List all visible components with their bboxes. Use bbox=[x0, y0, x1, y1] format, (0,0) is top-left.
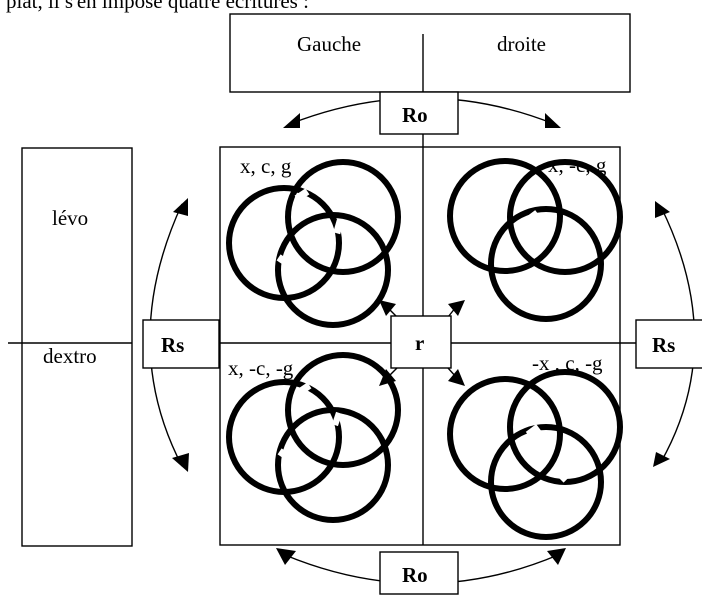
svg-text:Rs: Rs bbox=[161, 333, 184, 357]
main-grid bbox=[219, 92, 694, 546]
label-levo: lévo bbox=[52, 206, 88, 230]
arrowhead-icon bbox=[653, 452, 670, 467]
svg-text:Ro: Ro bbox=[402, 563, 428, 587]
arrowhead-icon bbox=[276, 548, 296, 565]
arrowhead-icon bbox=[545, 113, 561, 128]
borromean-rings-top-right bbox=[447, 158, 623, 322]
label-dextro: dextro bbox=[43, 344, 97, 368]
operator-rs-left: Rs bbox=[142, 319, 220, 369]
arrowhead-icon bbox=[547, 548, 566, 565]
arrows-r-center bbox=[379, 300, 465, 386]
arrowhead-icon bbox=[379, 300, 396, 316]
operator-ro-bottom: Ro bbox=[379, 551, 459, 595]
arrowhead-icon bbox=[448, 300, 465, 316]
quadrant-label-bottom-left: x, -c, -g bbox=[228, 356, 294, 380]
arrowhead-icon bbox=[173, 198, 188, 216]
arrowhead-icon bbox=[655, 201, 670, 218]
svg-text:r: r bbox=[415, 331, 424, 355]
borromean-rings-bottom-left bbox=[226, 352, 401, 523]
orientation-box-horizontal: Gauche droite bbox=[229, 13, 631, 93]
arrowhead-icon bbox=[172, 453, 189, 472]
operator-ro-top: Ro bbox=[379, 91, 459, 135]
borromean-rings-bottom-right bbox=[447, 369, 623, 540]
header-text: plat, il s'en impose quatre écritures : bbox=[6, 0, 309, 13]
svg-text:Rs: Rs bbox=[652, 333, 675, 357]
borromean-rings-top-left bbox=[226, 159, 401, 328]
quadrant-label-top-left: x, c, g bbox=[240, 154, 292, 178]
arrowhead-icon bbox=[448, 369, 465, 386]
label-droite: droite bbox=[497, 32, 546, 56]
label-gauche: Gauche bbox=[297, 32, 361, 56]
svg-text:Ro: Ro bbox=[402, 103, 428, 127]
arrowhead-icon bbox=[283, 113, 300, 128]
operator-r-center: r bbox=[390, 315, 452, 369]
arrowhead-icon bbox=[379, 369, 396, 386]
operator-rs-right: Rs bbox=[635, 319, 702, 369]
orientation-box-vertical: lévo dextro bbox=[8, 147, 133, 547]
